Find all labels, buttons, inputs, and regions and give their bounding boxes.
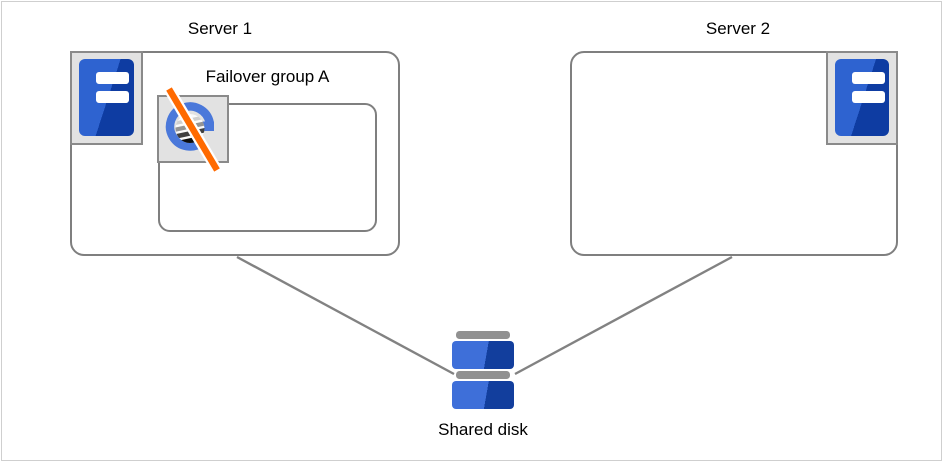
server-icon-slot (852, 72, 885, 84)
server1-icon (70, 51, 143, 145)
group-globe-stop-icon (164, 86, 222, 173)
server-icon-slot (96, 91, 129, 103)
server-icon-slot (852, 91, 885, 103)
server-icon-body (79, 59, 134, 136)
server2-label: Server 2 (705, 19, 771, 38)
server-icon-slot (96, 72, 129, 84)
server1-label: Server 1 (187, 19, 253, 38)
disk-cap (456, 331, 510, 339)
shared-disk-label: Shared disk (438, 420, 528, 439)
failover-group-label: Failover group A (205, 67, 330, 86)
server1-to-disk-line (236, 255, 455, 376)
server2-icon (826, 51, 898, 145)
disk-cap (456, 371, 510, 379)
server-icon-body (835, 59, 889, 136)
server2-to-disk-line (514, 255, 733, 376)
disk-body (452, 381, 514, 409)
shared-disk-icon (452, 331, 514, 411)
failover-group-icon (157, 86, 229, 173)
disk-body (452, 341, 514, 369)
